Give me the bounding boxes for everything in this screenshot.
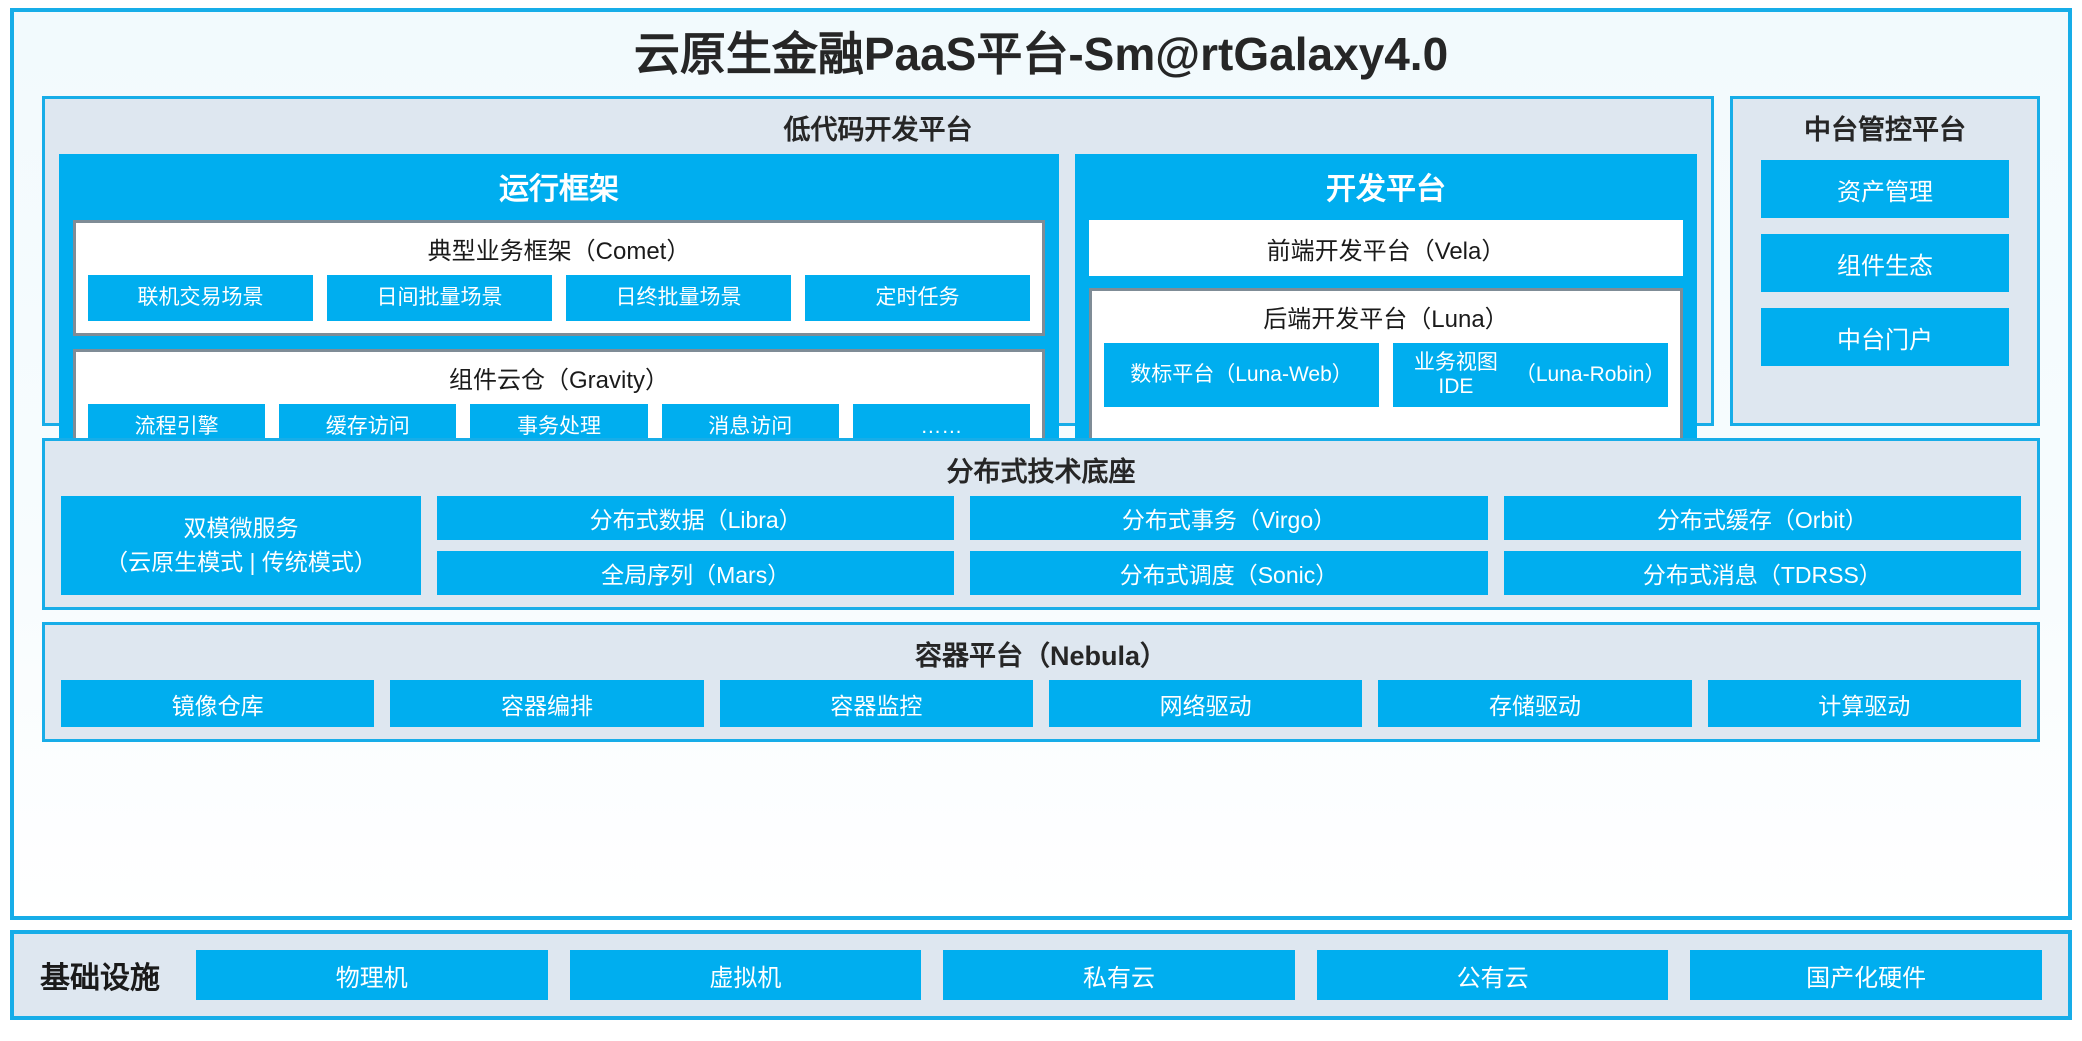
comet-box: 典型业务框架（Comet） 联机交易场景 日间批量场景 日终批量场景 定时任务 <box>73 220 1045 336</box>
comet-chip[interactable]: 日终批量场景 <box>566 275 791 321</box>
comet-chip-row: 联机交易场景 日间批量场景 日终批量场景 定时任务 <box>88 275 1030 321</box>
infrastructure-cell[interactable]: 私有云 <box>943 950 1295 1000</box>
dual-mode-microservice-box[interactable]: 双模微服务（云原生模式 | 传统模式） <box>61 496 421 595</box>
distributed-column: 分布式事务（Virgo） 分布式调度（Sonic） <box>970 496 1488 595</box>
comet-chip[interactable]: 联机交易场景 <box>88 275 313 321</box>
distributed-base-body: 双模微服务（云原生模式 | 传统模式） 分布式数据（Libra） 全局序列（Ma… <box>45 496 2037 607</box>
console-item[interactable]: 组件生态 <box>1761 234 2009 292</box>
distributed-cell[interactable]: 分布式调度（Sonic） <box>970 551 1488 595</box>
container-platform-body: 镜像仓库 容器编排 容器监控 网络驱动 存储驱动 计算驱动 <box>45 680 2037 739</box>
distributed-base-panel: 分布式技术底座 双模微服务（云原生模式 | 传统模式） 分布式数据（Libra）… <box>42 438 2040 610</box>
platform-shell: 云原生金融PaaS平台-Sm@rtGalaxy4.0 低代码开发平台 运行框架 … <box>10 8 2072 920</box>
container-cell[interactable]: 存储驱动 <box>1378 680 1692 727</box>
container-cell[interactable]: 容器监控 <box>719 680 1033 727</box>
distributed-column: 分布式数据（Libra） 全局序列（Mars） <box>437 496 955 595</box>
infrastructure-bar: 基础设施 物理机 虚拟机 私有云 公有云 国产化硬件 <box>10 930 2072 1020</box>
infrastructure-cell[interactable]: 物理机 <box>196 950 548 1000</box>
distributed-base-title: 分布式技术底座 <box>946 457 1136 487</box>
luna-chip[interactable]: 业务视图IDE（Luna-Robin） <box>1393 343 1668 408</box>
comet-title: 典型业务框架（Comet） <box>427 238 691 265</box>
distributed-cell[interactable]: 分布式消息（TDRSS） <box>1503 551 2021 595</box>
luna-chip[interactable]: 数标平台（Luna-Web） <box>1104 343 1379 408</box>
lowcode-platform-panel: 低代码开发平台 运行框架 典型业务框架（Comet） 联机交易场景 日间批量场景 <box>42 96 1714 479</box>
luna-backend-box: 后端开发平台（Luna） 数标平台（Luna-Web） 业务视图IDE（Luna… <box>1089 288 1683 465</box>
container-cell[interactable]: 容器编排 <box>390 680 704 727</box>
console-item[interactable]: 资产管理 <box>1761 160 2009 218</box>
distributed-cell[interactable]: 分布式事务（Virgo） <box>970 496 1488 540</box>
gravity-title: 组件云仓（Gravity） <box>448 367 669 394</box>
console-platform-panel: 中台管控平台 资产管理 组件生态 中台门户 <box>1730 96 2040 426</box>
infrastructure-label: 基础设施 <box>40 962 160 995</box>
luna-title: 后端开发平台（Luna） <box>1263 306 1509 333</box>
console-item-list: 资产管理 组件生态 中台门户 <box>1733 154 2037 382</box>
console-platform-title: 中台管控平台 <box>1804 115 1966 145</box>
distributed-cell[interactable]: 全局序列（Mars） <box>437 551 955 595</box>
distributed-cell[interactable]: 分布式缓存（Orbit） <box>1503 496 2021 540</box>
infrastructure-cell[interactable]: 虚拟机 <box>569 950 922 1000</box>
dev-platform-title: 开发平台 <box>1326 173 1446 206</box>
dev-platform-card: 开发平台 前端开发平台（Vela） 后端开发平台（Luna） 数标平台（Luna… <box>1075 154 1697 479</box>
runtime-framework-stack: 典型业务框架（Comet） 联机交易场景 日间批量场景 日终批量场景 定时任务 … <box>73 220 1045 465</box>
luna-chip-row: 数标平台（Luna-Web） 业务视图IDE（Luna-Robin） <box>1104 343 1668 408</box>
distributed-column: 分布式缓存（Orbit） 分布式消息（TDRSS） <box>1503 496 2021 595</box>
page-title: 云原生金融PaaS平台-Sm@rtGalaxy4.0 <box>633 28 1449 80</box>
distributed-cell[interactable]: 分布式数据（Libra） <box>437 496 955 540</box>
comet-chip[interactable]: 日间批量场景 <box>327 275 552 321</box>
runtime-framework-title: 运行框架 <box>499 173 619 206</box>
container-cell[interactable]: 网络驱动 <box>1048 680 1363 727</box>
vela-frontend-box[interactable]: 前端开发平台（Vela） <box>1089 220 1683 276</box>
infrastructure-cell[interactable]: 国产化硬件 <box>1690 950 2042 1000</box>
container-platform-panel: 容器平台（Nebula） 镜像仓库 容器编排 容器监控 网络驱动 存储驱动 计算… <box>42 622 2040 742</box>
infrastructure-cell[interactable]: 公有云 <box>1316 950 1669 1000</box>
container-cell[interactable]: 镜像仓库 <box>61 680 375 727</box>
container-platform-title: 容器平台（Nebula） <box>914 641 1168 671</box>
lowcode-platform-body: 运行框架 典型业务框架（Comet） 联机交易场景 日间批量场景 日终批量场景 … <box>45 154 1711 493</box>
comet-chip[interactable]: 定时任务 <box>805 275 1030 321</box>
runtime-framework-card: 运行框架 典型业务框架（Comet） 联机交易场景 日间批量场景 日终批量场景 … <box>59 154 1059 479</box>
container-cell[interactable]: 计算驱动 <box>1707 680 2021 727</box>
console-item[interactable]: 中台门户 <box>1761 308 2009 366</box>
lowcode-platform-title: 低代码开发平台 <box>783 115 973 145</box>
top-region: 低代码开发平台 运行框架 典型业务框架（Comet） 联机交易场景 日间批量场景 <box>42 96 2040 479</box>
